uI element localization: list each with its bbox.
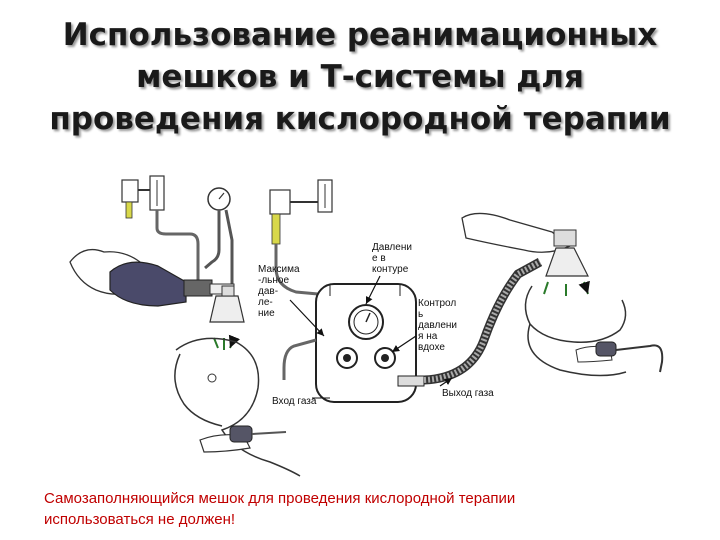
face-mask-icon: [209, 285, 244, 350]
label-pointers: [289, 275, 453, 399]
infant-icon: [524, 285, 664, 377]
hand-icon: [461, 212, 572, 253]
page-title: Использование реанимационных мешков и Т-…: [0, 14, 720, 140]
warning-text: Самозаполняющийся мешок для проведения к…: [44, 488, 684, 530]
label-gas-outlet: Выход газа: [442, 388, 494, 399]
label-gas-inlet: Вход газа: [272, 396, 317, 407]
label-max-pressure: Максима -льное дав- ле- ние: [258, 264, 300, 319]
title-line-1: Использование реанимационных: [62, 17, 658, 53]
t-piece-resuscitator-icon: [269, 179, 425, 403]
face-mask-icon: [543, 229, 588, 296]
title-line-2: мешков и Т-системы для: [136, 59, 584, 95]
warning-line-2: использоваться не должен!: [44, 511, 236, 528]
label-inspiratory-pressure-control: Контрол ь давлени я на вдохе: [418, 298, 457, 353]
title-line-3: проведения кислородной терапии: [49, 101, 671, 137]
infant-icon: [174, 337, 301, 477]
flowmeter-icon: [121, 175, 200, 290]
corrugated-tube: [423, 258, 543, 385]
manometer-icon: [204, 187, 234, 292]
warning-line-1: Самозаполняющийся мешок для проведения к…: [44, 490, 516, 507]
label-circuit-pressure: Давлени е в контуре: [372, 242, 412, 275]
